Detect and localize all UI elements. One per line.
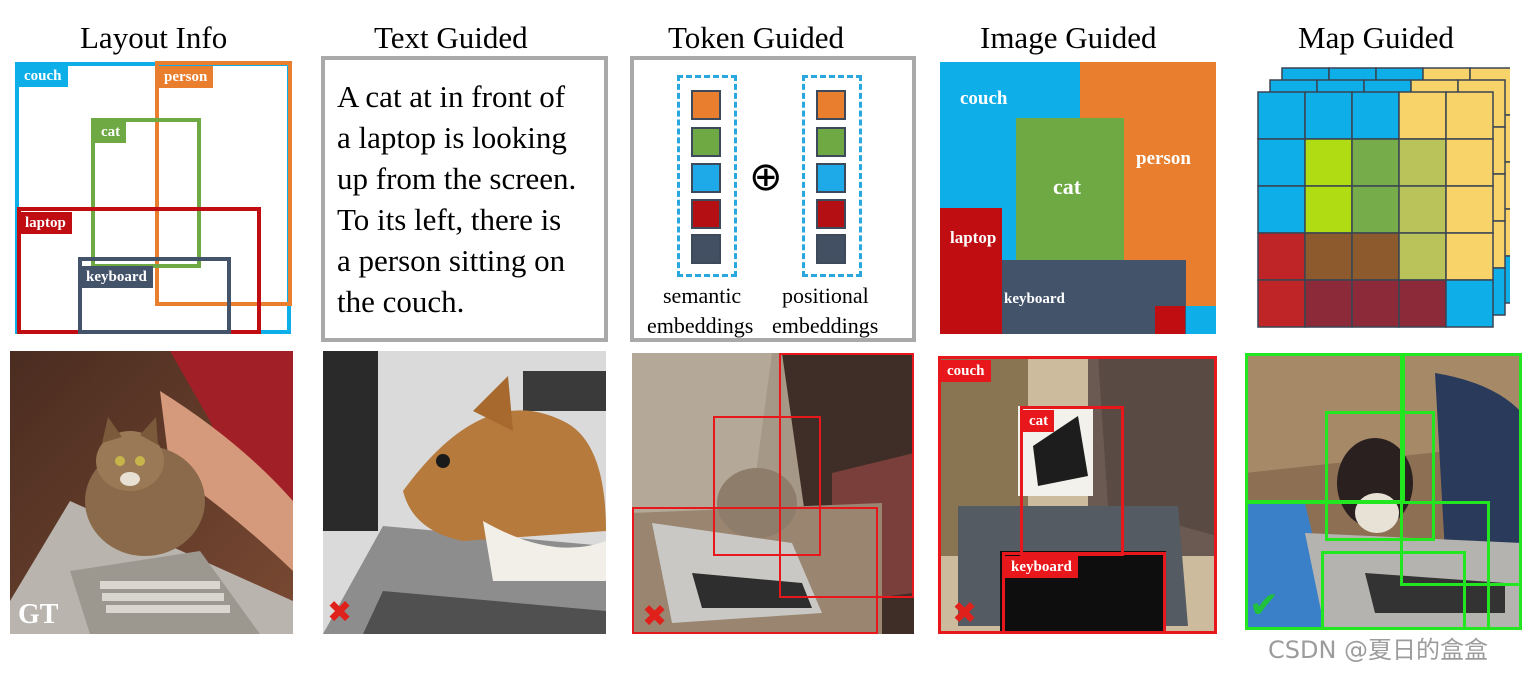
token-guided-panel: ⊕ semantic positional embeddings embeddi… [630,56,916,342]
map-grid-cell [1351,91,1400,140]
map-grid-cell [1445,232,1494,281]
map-grid-cell [1304,91,1353,140]
positional-token [816,90,846,120]
token-guided-title: Token Guided [668,20,845,55]
caption-line: up from the screen. [337,161,577,196]
map-grid-cell [1445,185,1494,234]
caption-line: To its left, there is [337,202,562,237]
map-grid-cell [1398,232,1447,281]
bbox [632,507,878,634]
keyboard-region-label: keyboard [1004,291,1065,307]
text-guided-result: ✖ [323,351,606,634]
bbox [1400,353,1522,586]
layout-info-title: Layout Info [80,20,228,55]
map-grid-cell [1257,232,1306,281]
plus-icon: ⊕ [749,154,783,200]
map-grid-stack [1257,67,1510,328]
bbox [1002,552,1166,634]
bbox [713,416,821,556]
map-grid-cell [1304,185,1353,234]
embeddings-label-right: embeddings [772,313,879,338]
map-grid-cell [1351,279,1400,328]
gt-photo-illustration [10,351,293,634]
positional-token-column [802,75,862,277]
cat-tag: cat [1023,410,1055,432]
semantic-token-column [677,75,737,277]
map-grid-cell [1398,91,1447,140]
gt-label: GT [18,599,59,630]
fail-mark-icon: ✖ [327,595,353,630]
caption-line: the couch. [337,284,465,319]
map-grid-cell [1351,232,1400,281]
layout-info-panel: couch person cat laptop keyboard [0,0,310,345]
couch-region-label: couch [960,88,1008,109]
positional-token [816,234,846,264]
positional-token [816,163,846,193]
map-grid-cell [1304,232,1353,281]
semantic-token [691,127,721,157]
map-grid-cell [1304,138,1353,187]
map-grid-cell [1398,279,1447,328]
positional-token [816,199,846,229]
keyboard-tag: keyboard [80,266,153,288]
couch-tag: couch [18,65,68,87]
semantic-token [691,234,721,264]
map-grid-cell [1445,138,1494,187]
caption-line: A cat at in front of [337,79,566,114]
text-guided-illustration [323,351,606,634]
text-guided-panel: A cat at in front of a laptop is looking… [321,56,608,342]
map-grid-cell [1398,185,1447,234]
map-grid-cell [1445,91,1494,140]
keyboard-tag: keyboard [1005,556,1078,578]
map-guided-result: ✔ [1245,353,1522,630]
map-grid-cell [1351,185,1400,234]
semantic-token [691,90,721,120]
map-grid-cell [1257,279,1306,328]
person-box [155,61,292,306]
caption-line: a person sitting on [337,243,566,278]
laptop-region [940,208,1002,334]
caption-text: A cat at in front of a laptop is looking… [337,76,576,322]
image-guided-title: Image Guided [980,20,1157,55]
success-check-icon: ✔ [1249,585,1280,626]
cat-region [1016,118,1124,260]
map-grid-cell [1257,185,1306,234]
map-grid-cell [1398,138,1447,187]
laptop-region-label: laptop [950,228,997,247]
token-guided-result: ✖ [632,353,914,634]
bbox [1325,411,1435,541]
token-guided-illustration [632,353,914,634]
image-guided-map: couch person cat laptop keyboard [940,62,1216,334]
positional-token [816,127,846,157]
person-region-label: person [1136,148,1191,169]
semantic-label: semantic [663,283,742,308]
person-tag: person [158,66,214,88]
bbox [779,353,914,598]
map-grid-cell [1304,279,1353,328]
watermark: CSDN @夏日的盒盒 [1268,636,1489,664]
cat-region-label: cat [1053,174,1082,199]
map-grid-cell [1257,138,1306,187]
laptop-region-edge [1155,306,1185,334]
map-guided-title: Map Guided [1298,20,1454,55]
gt-photo: GT [10,351,293,634]
semantic-token [691,199,721,229]
map-grid-cell [1257,91,1306,140]
keyboard-box [78,257,231,334]
couch-tag: couch [941,360,991,382]
map-grid-cell [1351,138,1400,187]
fail-mark-icon: ✖ [642,599,668,634]
semantic-token [691,163,721,193]
embeddings-label-left: embeddings [647,313,754,338]
cat-tag: cat [95,121,127,143]
text-guided-title: Text Guided [374,20,528,55]
caption-line: a laptop is looking [337,120,567,155]
image-guided-result: couch cat keyboard ✖ [938,356,1217,634]
fail-mark-icon: ✖ [952,596,978,631]
bbox [1321,551,1466,630]
map-grid-cell [1445,279,1494,328]
map-guided-stack [1250,60,1510,340]
positional-label: positional [782,283,869,308]
laptop-tag: laptop [19,212,72,234]
